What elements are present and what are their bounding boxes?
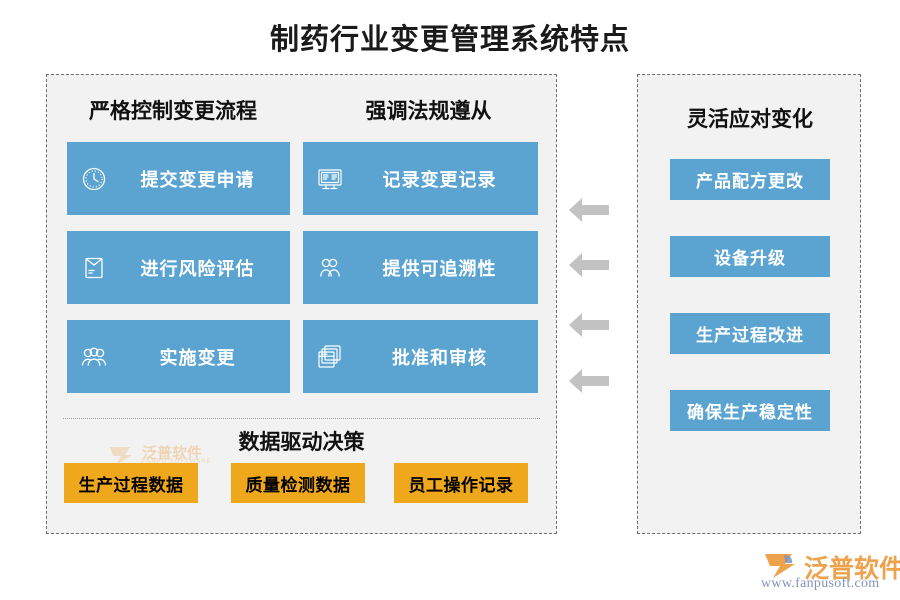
bottom-section-heading: 数据驱动决策 xyxy=(238,430,365,454)
arrow-left-icon xyxy=(568,197,610,223)
card-label: 提交变更申请 xyxy=(140,169,255,190)
brand-url: www.fanpusoft.com xyxy=(761,576,880,591)
brand-name: 泛普软件 xyxy=(804,555,900,583)
card-label: 进行风险评估 xyxy=(140,258,255,279)
chip-equipment-upgrade[interactable]: 设备升级 xyxy=(670,236,830,277)
card-record-changes[interactable]: 记录变更记录 xyxy=(303,142,538,215)
windows-copy-icon xyxy=(303,343,357,371)
users-icon xyxy=(67,344,121,370)
chip-employee-operation-log[interactable]: 员工操作记录 xyxy=(394,463,528,503)
left-panel: 严格控制变更流程 强调法规遵从 提交变更申请 进行风险评估 xyxy=(46,74,557,534)
chip-production-process-improvement[interactable]: 生产过程改进 xyxy=(670,313,830,354)
chip-quality-test-data[interactable]: 质量检测数据 xyxy=(231,463,365,503)
card-label: 批准和审核 xyxy=(392,347,487,368)
user-icon xyxy=(303,255,357,281)
page-title: 制药行业变更管理系统特点 xyxy=(269,24,630,56)
card-label: 实施变更 xyxy=(159,347,236,368)
card-implement-change[interactable]: 实施变更 xyxy=(67,320,290,393)
card-submit-change-request[interactable]: 提交变更申请 xyxy=(67,142,290,215)
brand-logo: 泛普软件 www.fanpusoft.com xyxy=(760,549,900,593)
right-panel: 灵活应对变化 产品配方更改 设备升级 生产过程改进 确保生产稳定性 xyxy=(637,74,861,534)
chip-product-formula-change[interactable]: 产品配方更改 xyxy=(670,159,830,200)
left-column-1-heading: 严格控制变更流程 xyxy=(89,99,257,123)
document-icon xyxy=(67,255,121,281)
left-column-2-heading: 强调法规遵从 xyxy=(365,99,492,123)
record-list-icon xyxy=(303,167,357,191)
card-approve-review[interactable]: 批准和审核 xyxy=(303,320,538,393)
right-panel-heading: 灵活应对变化 xyxy=(687,107,813,131)
card-traceability[interactable]: 提供可追溯性 xyxy=(303,231,538,304)
arrow-left-icon xyxy=(568,252,610,278)
arrow-left-icon xyxy=(568,312,610,338)
chip-ensure-production-stability[interactable]: 确保生产稳定性 xyxy=(670,390,830,431)
clock-icon xyxy=(67,166,121,192)
section-divider xyxy=(63,418,540,419)
card-label: 提供可追溯性 xyxy=(382,258,497,279)
arrow-left-icon xyxy=(568,368,610,394)
chip-production-process-data[interactable]: 生产过程数据 xyxy=(64,463,198,503)
card-risk-assessment[interactable]: 进行风险评估 xyxy=(67,231,290,304)
card-label: 记录变更记录 xyxy=(382,169,497,190)
